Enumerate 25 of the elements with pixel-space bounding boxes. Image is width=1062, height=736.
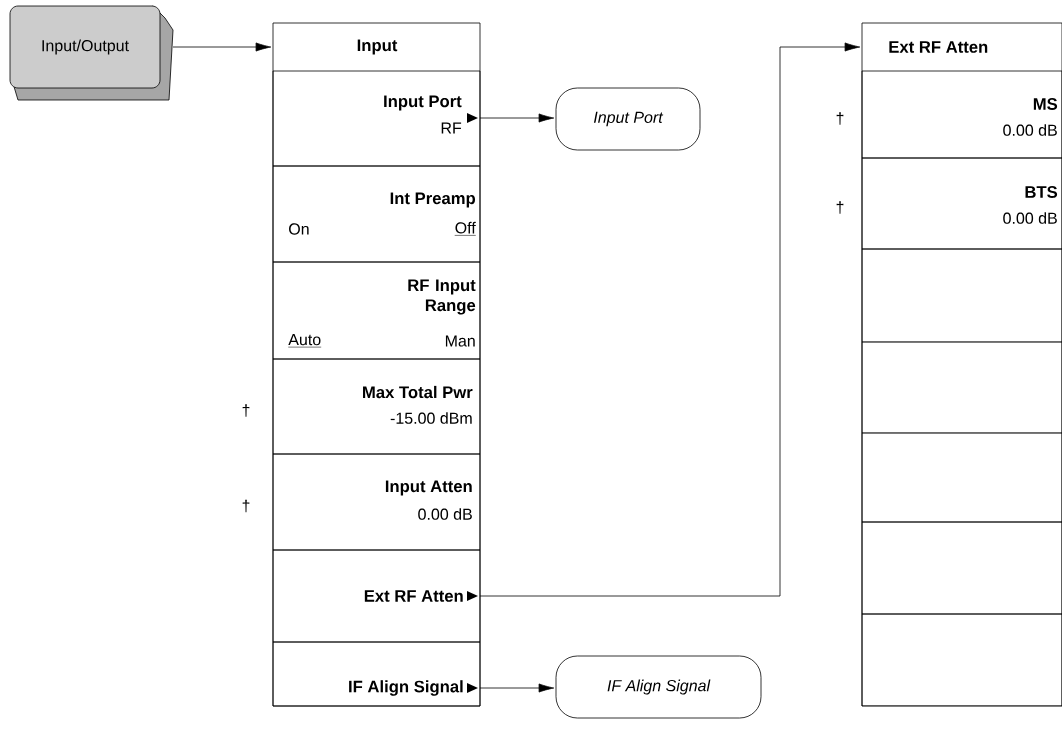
arrow xyxy=(172,42,272,52)
arrow xyxy=(479,113,555,123)
rounded-box: Input Port xyxy=(555,87,701,151)
rounded-box: IF Align Signal xyxy=(555,655,762,719)
softkey: Input Port RF xyxy=(272,70,481,167)
dagger-mark: † xyxy=(836,112,844,125)
softkey: IF Align Signal xyxy=(272,641,481,707)
empty-softkey xyxy=(861,248,1062,343)
softkey: RF Input Range Auto Man xyxy=(272,261,481,360)
softkey: Ext RF Atten xyxy=(272,549,481,643)
softkey: Int Preamp On Off xyxy=(272,165,481,263)
dagger-mark: † xyxy=(242,499,250,513)
dagger-mark: † xyxy=(242,404,250,417)
arrow xyxy=(479,42,861,597)
softkey: Input Atten 0.00 dB xyxy=(272,453,481,551)
arrow xyxy=(479,683,555,693)
button: Input/Output xyxy=(9,5,174,101)
empty-softkey xyxy=(861,432,1062,523)
empty-softkey xyxy=(861,613,1062,707)
empty-softkey xyxy=(861,521,1062,615)
dagger-mark: † xyxy=(836,201,844,214)
softkey: Max Total Pwr -15.00 dBm xyxy=(272,358,481,455)
softkey: MS 0.00 dB xyxy=(861,70,1062,159)
softkey: BTS 0.00 dB xyxy=(861,157,1062,250)
empty-softkey xyxy=(861,341,1062,434)
